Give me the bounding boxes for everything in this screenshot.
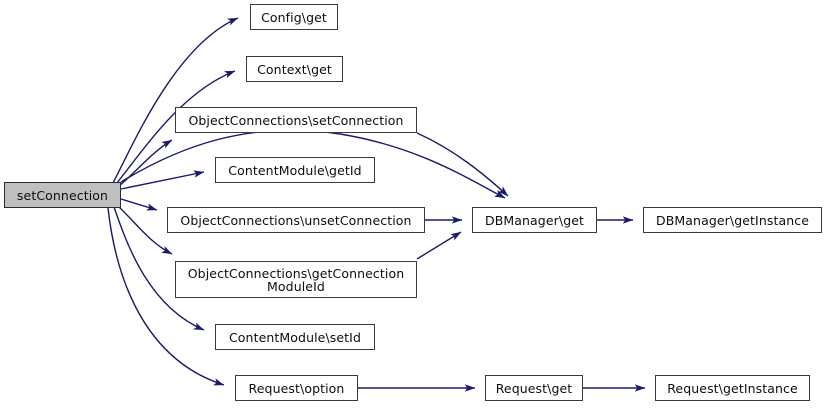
node-request-option[interactable]: Request\option <box>235 375 358 401</box>
node-label: Request\option <box>248 380 345 396</box>
edge-setconnection-to-ocsetconnection <box>118 139 173 187</box>
node-request-get[interactable]: Request\get <box>485 375 583 401</box>
node-label: ContentModule\getId <box>228 162 362 178</box>
node-label: setConnection <box>16 187 109 203</box>
node-dbmanager-get[interactable]: DBManager\get <box>472 207 597 233</box>
edge-paths <box>107 17 646 392</box>
node-label: ObjectConnections\unsetConnection <box>180 212 412 228</box>
node-objectconnections-setconnection[interactable]: ObjectConnections\setConnection <box>175 107 417 133</box>
node-contentmodule-setid[interactable]: ContentModule\setId <box>215 324 375 350</box>
node-objectconnections-unsetconnection[interactable]: ObjectConnections\unsetConnection <box>167 207 425 233</box>
node-config-get[interactable]: Config\get <box>250 4 338 30</box>
node-request-getinstance[interactable]: Request\getInstance <box>655 375 810 401</box>
node-label: Config\get <box>261 9 327 25</box>
edge-setconnection-to-cmgetid <box>120 170 205 190</box>
edge-ocsetconnection-to-dbmanagerget <box>416 132 509 197</box>
node-label: Context\get <box>257 61 332 77</box>
node-context-get[interactable]: Context\get <box>246 56 343 82</box>
edge-setconnection-to-ocgetconnectionmoduleid <box>117 205 173 255</box>
node-label: DBManager\getInstance <box>656 212 809 228</box>
node-label: ContentModule\setId <box>228 329 361 345</box>
node-label: ObjectConnections\setConnection <box>188 112 404 128</box>
node-label: ObjectConnections\getConnection ModuleId <box>187 265 405 294</box>
node-objectconnections-getconnectionmoduleid[interactable]: ObjectConnections\getConnection ModuleId <box>175 261 417 298</box>
node-label: Request\getInstance <box>667 380 798 396</box>
node-label: Request\get <box>495 380 573 396</box>
edge-setconnection-to-ocunsetconnection <box>120 198 158 211</box>
node-label: DBManager\get <box>484 212 585 228</box>
edge-ocgetconnectionmoduleid-to-dbmanagerget <box>416 231 462 260</box>
node-setconnection[interactable]: setConnection <box>4 182 121 208</box>
node-dbmanager-getinstance[interactable]: DBManager\getInstance <box>643 207 822 233</box>
node-contentmodule-getid[interactable]: ContentModule\getId <box>215 157 375 183</box>
